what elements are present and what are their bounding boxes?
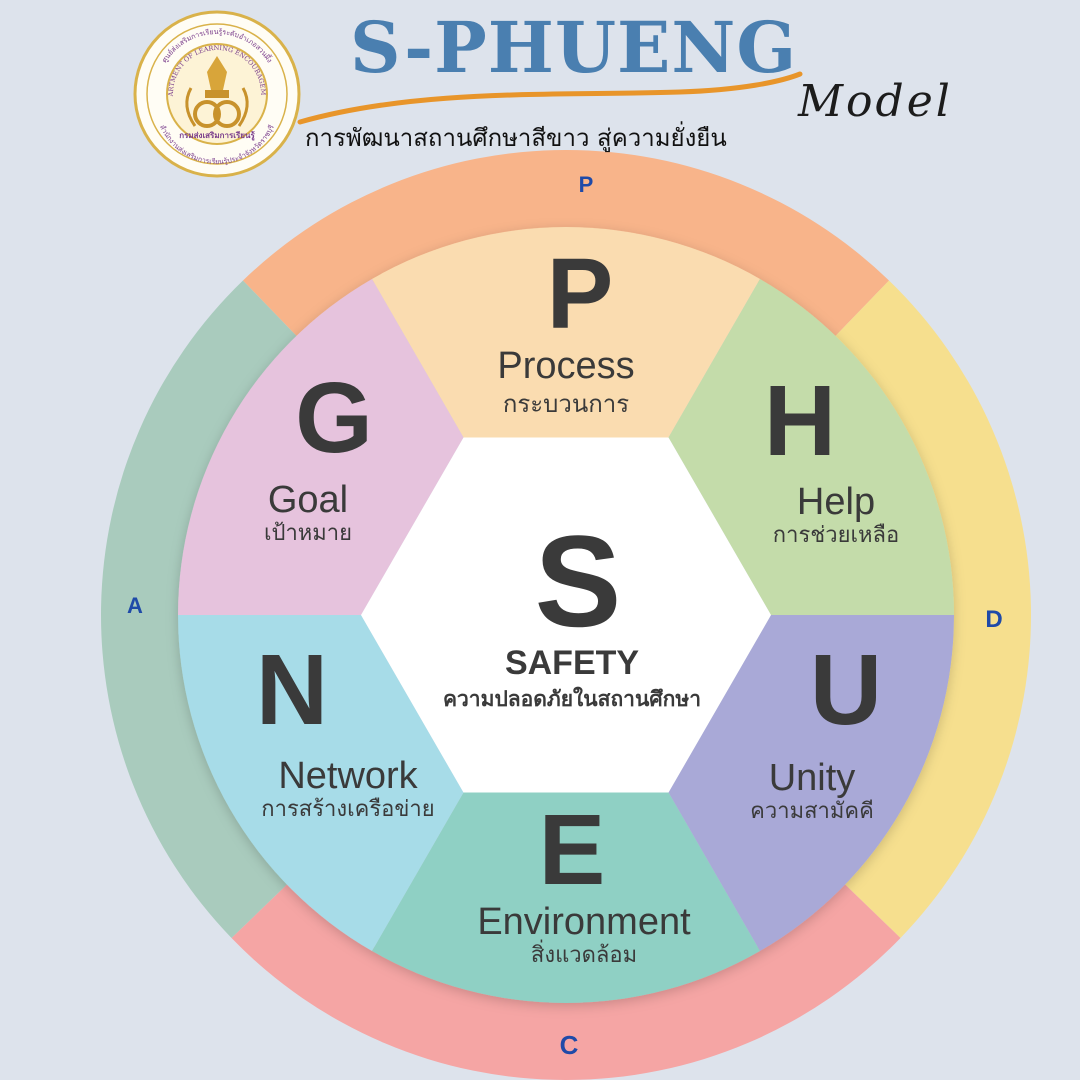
segment-name-goal: Goal [268, 479, 348, 521]
segment-name-unity: Unity [769, 757, 856, 799]
letter-p: P [547, 238, 614, 350]
segment-environment [372, 792, 760, 1004]
segment-goal [178, 278, 464, 615]
segment-network [178, 615, 464, 952]
ring-label-p: P [579, 172, 594, 197]
ring-label-a: A [127, 593, 143, 618]
segment-thai-environment: สิ่งแวดล้อม [531, 939, 637, 968]
segment-name-process: Process [497, 345, 634, 387]
pdca-ring [100, 149, 1032, 1080]
letter-u: U [810, 634, 882, 746]
center-letter-s: S [535, 508, 622, 654]
letter-g: G [295, 362, 373, 474]
center-hexagon [361, 437, 771, 793]
ring-segment-c [231, 881, 901, 1080]
segment-thai-help: การช่วยเหลือ [773, 523, 899, 548]
segment-help [668, 278, 954, 615]
segment-process [372, 226, 760, 438]
emblem-icon [185, 56, 249, 128]
ring-label-c: C [560, 1030, 579, 1060]
page-subtitle: การพัฒนาสถานศึกษาสีขาว สู่ความยั่งยืน [305, 124, 727, 152]
letter-n: N [256, 634, 328, 746]
segment-name-environment: Environment [477, 901, 691, 943]
ring-segment-a [100, 280, 300, 939]
letter-h: H [764, 365, 836, 477]
center-name-safety: SAFETY [505, 644, 639, 682]
letter-e: E [539, 794, 606, 906]
segment-thai-unity: ความสามัคคี [750, 799, 874, 824]
model-label: Model [798, 76, 953, 127]
title-swoosh [297, 71, 803, 125]
ring-segment-d [832, 280, 1032, 939]
segment-name-network: Network [278, 755, 418, 797]
department-logo: ศูนย์ส่งเสริมการเรียนรู้ระดับอำเภอสวนผึ้… [133, 10, 301, 178]
logo-name-text: กรมส่งเสริมการเรียนรู้ [179, 130, 255, 141]
segment-thai-goal: เป้าหมาย [264, 521, 352, 546]
segment-unity [668, 615, 954, 952]
ring-label-d: D [985, 606, 1002, 633]
page-title: S-PHUENG [350, 6, 798, 89]
segment-thai-process: กระบวนการ [503, 390, 629, 418]
center-thai: ความปลอดภัยในสถานศึกษา [443, 686, 701, 711]
segment-name-help: Help [797, 481, 875, 523]
ring-segment-p [242, 149, 890, 340]
segment-thai-network: การสร้างเครือข่าย [261, 797, 434, 822]
